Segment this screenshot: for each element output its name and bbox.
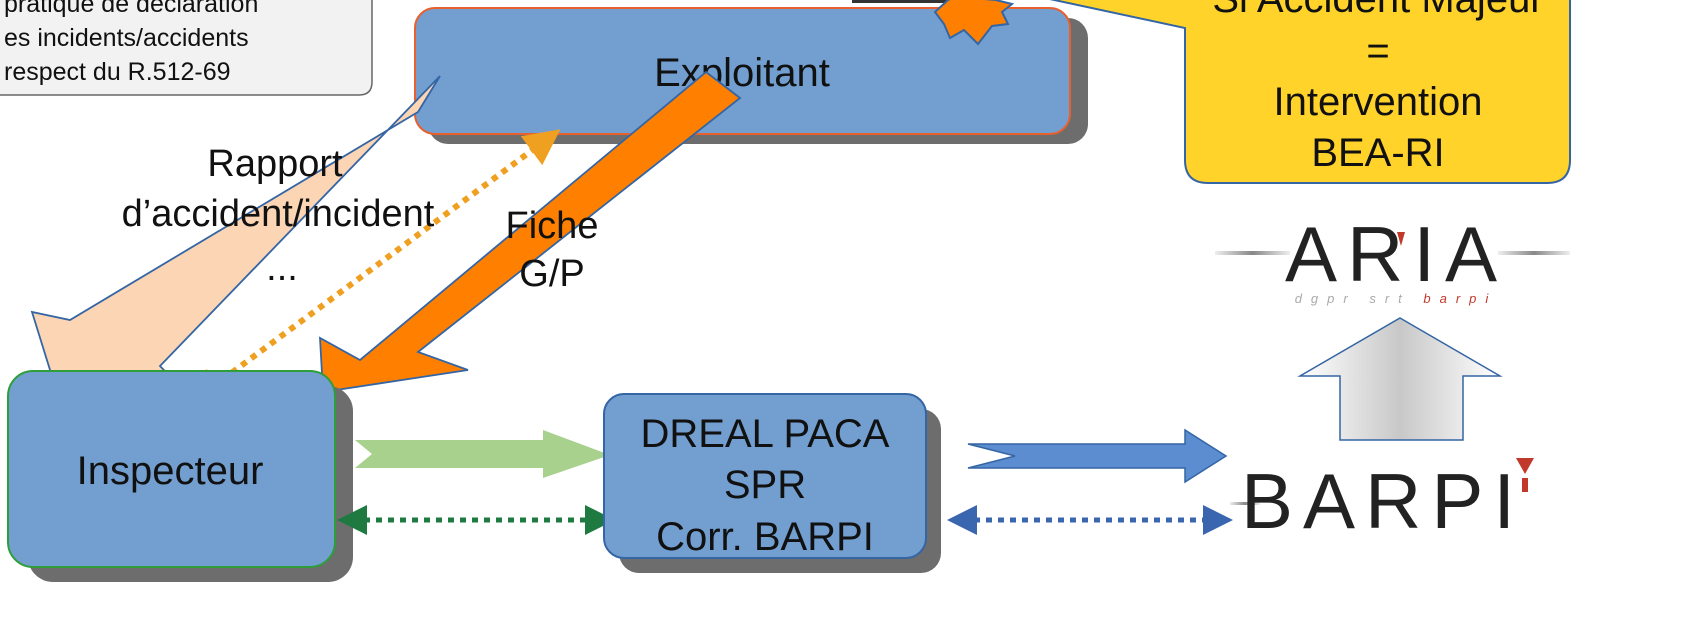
inspecteur-box: Inspecteur (7, 370, 353, 582)
grey-up-arrow (1297, 317, 1503, 441)
barpi-logo: BARPI (1230, 457, 1534, 545)
burst-icon (933, 0, 1015, 46)
note-box: pratique de déclaration es incidents/acc… (0, 0, 373, 96)
callout-line-2: = (1366, 29, 1389, 73)
barpi-logo-text: BARPI (1241, 457, 1525, 545)
exploitant-label: Exploitant (654, 51, 830, 95)
inspecteur-label: Inspecteur (77, 449, 264, 493)
note-line-1: pratique de déclaration (4, 0, 258, 18)
note-line-2: es incidents/accidents (4, 24, 249, 52)
callout-line-1: Si Accident Majeur (1212, 0, 1543, 21)
dreal-line-1: DREAL PACA (641, 412, 890, 456)
callout-box: Si Accident Majeur = Intervention BEA-RI (1049, 0, 1571, 184)
callout-line-4: BEA-RI (1311, 131, 1444, 175)
exploitant-box: Exploitant (414, 7, 1088, 144)
fiche-label-line-2: G/P (519, 253, 584, 295)
rapport-label-line-3: ... (266, 247, 298, 289)
dreal-line-3: Corr. BARPI (656, 515, 874, 559)
blue-arrow (967, 428, 1228, 484)
fiche-label-line-1: Fiche (506, 205, 599, 247)
aria-logo-text: ARIA (1285, 210, 1507, 298)
green-arrow (355, 430, 610, 478)
note-line-3: respect du R.512-69 (4, 58, 231, 86)
callout-line-3: Intervention (1273, 80, 1482, 124)
aria-logo-subtitle: dgpr srt barpi (1295, 291, 1498, 306)
aria-logo: ARIA dgpr srt barpi (1215, 210, 1570, 306)
aria-subtitle-accent: barpi (1423, 291, 1497, 306)
aria-subtitle-main: dgpr srt (1295, 291, 1411, 306)
fiche-label: Fiche G/P (506, 205, 599, 295)
rapport-label-line-2: d’accident/incident (122, 193, 435, 235)
dreal-box: DREAL PACA SPR Corr. BARPI (603, 393, 941, 573)
rapport-label-line-1: Rapport (207, 143, 343, 185)
rapport-label: Rapport d’accident/incident ... (122, 143, 435, 289)
dreal-line-2: SPR (724, 463, 806, 507)
